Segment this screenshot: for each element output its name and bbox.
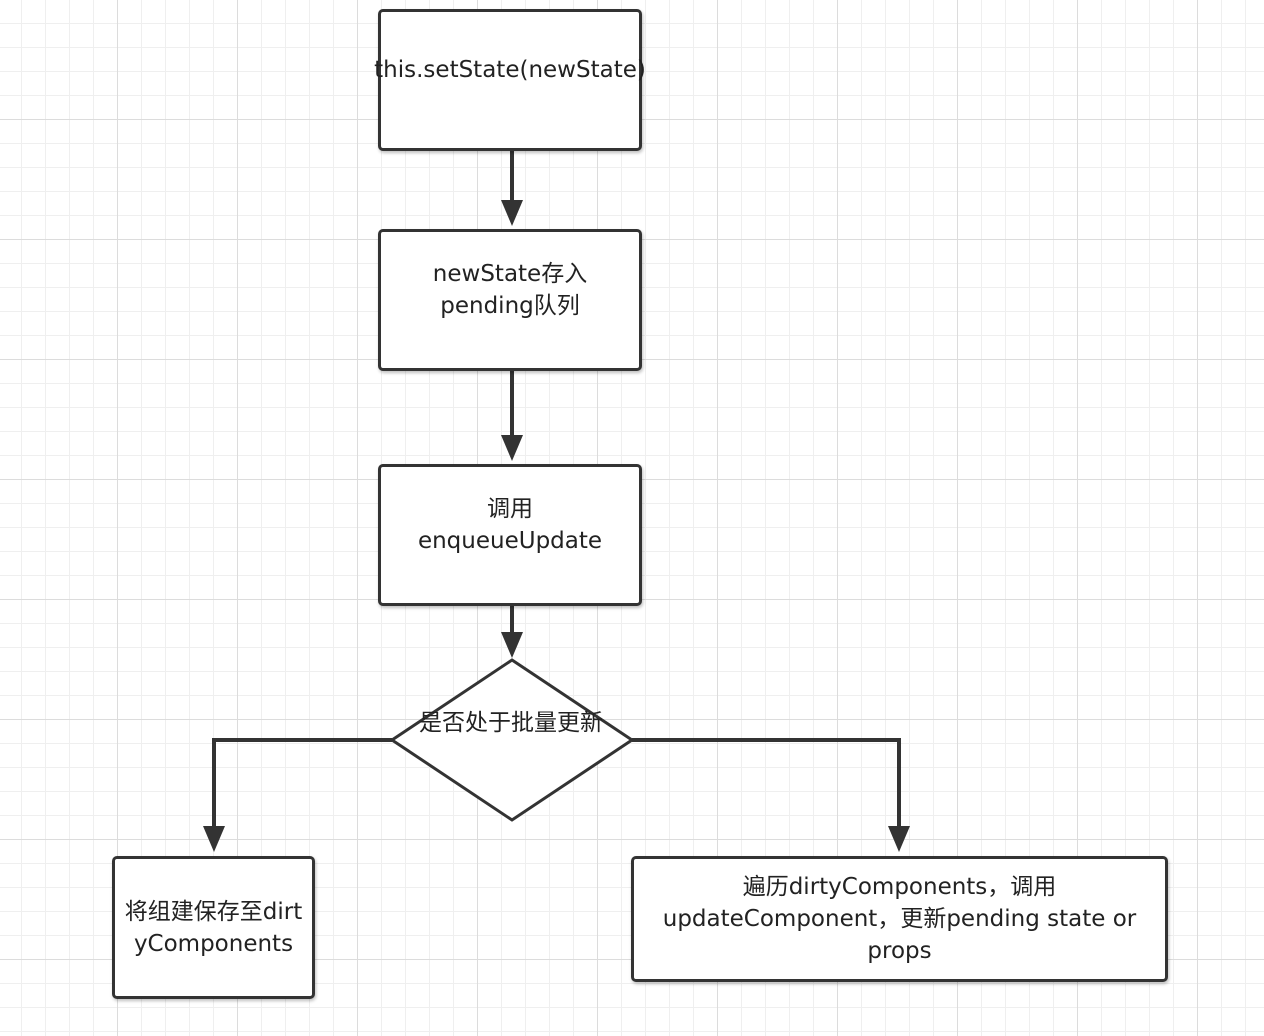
node-pending-queue-label: newState存入pending队列 xyxy=(432,261,588,319)
edge-setstate-to-pending-arrowhead xyxy=(501,200,523,226)
node-save-dirty: 将组建保存至dirtyComponents xyxy=(112,856,315,999)
node-set-state: this.setState(newState) xyxy=(374,9,646,151)
node-enqueue-update-label: 调用enqueueUpdate xyxy=(417,496,603,554)
decision-diamond xyxy=(389,658,635,822)
node-traverse-update-label: 遍历dirtyComponents，调用updateComponent，更新pe… xyxy=(662,874,1137,964)
edge-enqueue-to-decision-arrowhead xyxy=(501,632,523,658)
edge-decision-to-traverse-update xyxy=(632,738,901,830)
edge-decision-to-save-dirty xyxy=(212,738,392,830)
decision-label: 是否处于批量更新 xyxy=(419,710,603,736)
edge-decision-to-save-dirty-arrowhead xyxy=(203,826,225,852)
node-pending-queue: newState存入pending队列 xyxy=(378,229,642,371)
node-enqueue-update: 调用enqueueUpdate xyxy=(378,464,642,606)
node-set-state-label: this.setState(newState) xyxy=(374,57,646,83)
edge-pending-to-enqueue-arrowhead xyxy=(501,435,523,461)
edge-decision-to-traverse-update-arrowhead xyxy=(888,826,910,852)
node-save-dirty-label: 将组建保存至dirtyComponents xyxy=(124,898,303,957)
node-traverse-update: 遍历dirtyComponents，调用updateComponent，更新pe… xyxy=(631,856,1168,982)
